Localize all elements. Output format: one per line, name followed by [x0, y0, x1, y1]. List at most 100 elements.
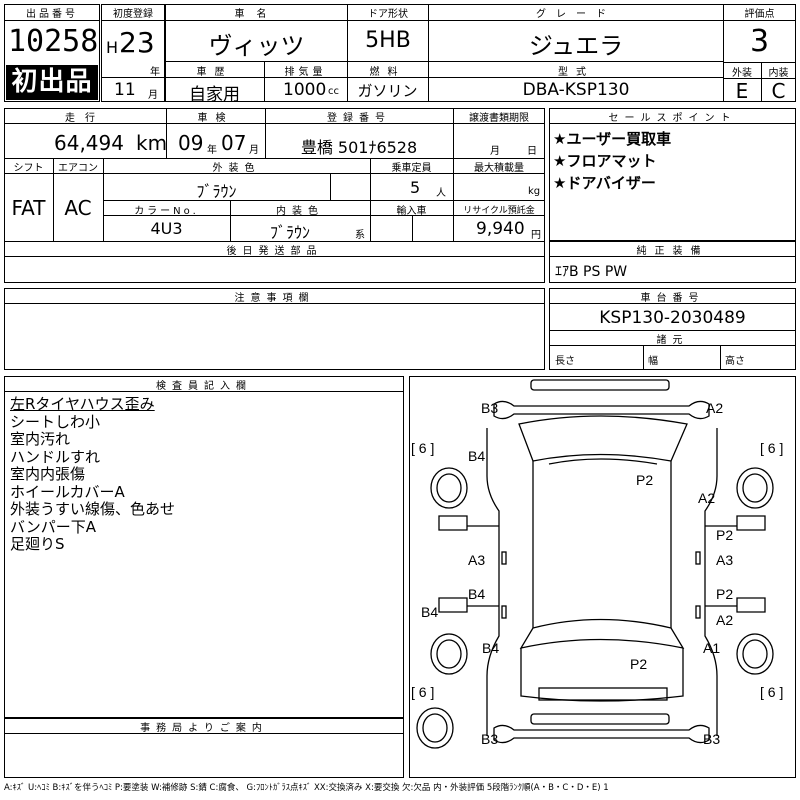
inspector-line: バンパー下A	[10, 517, 97, 536]
chassis-number: KSP130-2030489	[599, 308, 746, 328]
exterior-grade: E	[735, 79, 749, 103]
inspection-year: 09	[178, 131, 204, 155]
grade: ジュエラ	[528, 32, 624, 60]
damage-mark: B3	[703, 731, 721, 747]
notes-box	[4, 288, 545, 370]
sales-point: ★フロアマット	[553, 152, 657, 170]
color-no-label: カラーNo.	[134, 206, 199, 217]
legend: A:ｷｽﾞ U:ﾍｺﾐ B:ｷｽﾞを伴うﾍｺﾐ P:要塗装 W:補修跡 S:錆 …	[4, 783, 609, 793]
load-unit: kg	[528, 186, 541, 197]
inspector-label: 検査員記入欄	[156, 381, 252, 392]
equipment-value: ｴｱB PS PW	[555, 264, 628, 280]
transfer-day-unit: 日	[527, 146, 537, 157]
score: 3	[749, 24, 770, 59]
damage-mark: A2	[698, 490, 716, 506]
capacity: 5	[410, 178, 421, 197]
tire-bracket: [ 6 ]	[411, 684, 435, 700]
era-prefix: H	[106, 38, 119, 57]
mileage-label: 走行	[65, 113, 105, 124]
length-label: 長さ	[555, 356, 575, 367]
damage-mark: P2	[716, 527, 734, 543]
damage-mark: P2	[636, 472, 654, 488]
score-box	[723, 4, 796, 102]
damage-mark: B4	[468, 448, 486, 464]
lot-number-box	[4, 4, 100, 102]
int-color-label: 内装色	[276, 206, 324, 217]
office-box	[4, 718, 404, 778]
first-listing-badge: 初出品	[6, 65, 98, 100]
air-conditioner: AC	[64, 196, 92, 220]
door-label: ドア形状	[368, 9, 408, 20]
inspection-label: 車検	[197, 113, 234, 124]
dims-label: 諸元	[656, 335, 689, 346]
displacement-label: 排気量	[284, 67, 327, 78]
recycle-unit: 円	[531, 230, 541, 241]
height-label: 高さ	[725, 356, 745, 367]
mileage-unit: km	[136, 131, 168, 155]
sales-points-box	[549, 108, 796, 241]
mileage: 64,494	[54, 131, 124, 155]
damage-mark: B3	[481, 400, 499, 416]
history: 自家用	[189, 85, 240, 105]
transfer-label: 譲渡書類期限	[469, 113, 529, 124]
plate-label: 登録番号	[327, 113, 391, 124]
damage-mark: A2	[716, 612, 734, 628]
car-diagram	[416, 379, 774, 749]
inspection-month: 07	[221, 131, 247, 155]
ext-color-label: 外装色	[212, 163, 261, 174]
ac-label: エアコン	[58, 163, 98, 174]
notes-label: 注意事項欄	[234, 293, 315, 304]
inspector-line: 室内汚れ	[10, 430, 71, 448]
score-label: 評価点	[744, 9, 775, 20]
equipment-label: 純正装備	[636, 246, 709, 257]
recycle-label: リサイクル預託金	[463, 206, 535, 216]
model-label: 型式	[558, 67, 594, 78]
inspector-line: 足廻りS	[10, 535, 65, 553]
damage-mark: P2	[630, 656, 648, 672]
lot-number: 10258	[8, 24, 99, 59]
model-code: DBA-KSP130	[522, 80, 630, 100]
damage-mark: A1	[703, 640, 721, 656]
shift: FAT	[11, 196, 46, 220]
year-unit: 年	[150, 67, 160, 78]
shift-label: シフト	[13, 163, 44, 174]
grade-label: グレード	[536, 9, 616, 20]
month-unit: 月	[148, 90, 158, 101]
first-reg-box	[101, 4, 165, 102]
car-name-label: 車名	[234, 9, 279, 20]
tire-bracket: [ 6 ]	[760, 684, 784, 700]
damage-map-box	[409, 376, 796, 778]
capacity-unit: 人	[436, 188, 446, 199]
first-reg-label: 初度登録	[113, 9, 153, 20]
inspector-box	[4, 376, 404, 718]
fuel: ガソリン	[357, 82, 418, 100]
inspector-line: 室内内張傷	[10, 465, 86, 483]
inspector-line: ホイールカバーA	[10, 482, 125, 501]
sales-point: ★ユーザー買取車	[553, 130, 672, 148]
equipment-box	[549, 241, 796, 283]
interior-grade: C	[771, 79, 786, 103]
sales-point: ★ドアバイザー	[553, 174, 656, 192]
fuel-label: 燃料	[369, 67, 406, 78]
recycle-fee: 9,940	[476, 219, 525, 239]
exterior-label: 外装	[732, 68, 752, 79]
car-name: ヴィッツ	[208, 32, 305, 60]
transfer-month-unit: 月	[490, 146, 500, 157]
door-type: 5HB	[365, 28, 411, 53]
tire-bracket: [ 6 ]	[411, 440, 435, 456]
import-label: 輸入車	[396, 206, 427, 217]
int-color: ﾌﾞﾗｳﾝ	[269, 223, 310, 242]
damage-mark: A3	[716, 552, 734, 568]
inspector-line: シートしわ小	[10, 412, 101, 431]
office-label: 事務局よりご案内	[140, 723, 268, 734]
displacement: 1000	[283, 80, 327, 100]
inspector-line: 左Rタイヤハウス歪み	[10, 395, 155, 413]
history-label: 車歴	[196, 67, 233, 78]
color-number: 4U3	[150, 219, 183, 238]
width-label: 幅	[648, 356, 658, 367]
damage-mark: B4	[468, 586, 486, 602]
int-color-unit: 系	[355, 230, 365, 241]
chassis-label: 車台番号	[640, 293, 705, 304]
inspector-line: 外装うすい線傷、色あせ	[10, 500, 176, 518]
later-parts-label: 後日発送部品	[226, 246, 323, 257]
